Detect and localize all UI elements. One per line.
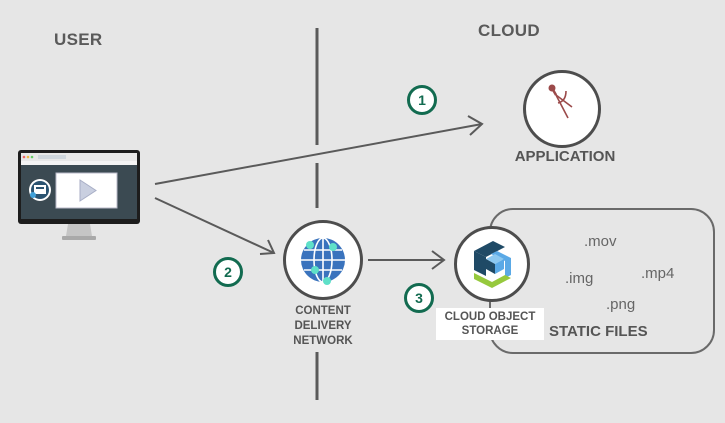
cdn-label: CONTENT DELIVERY NETWORK <box>275 304 371 349</box>
cdn-label-line-3: NETWORK <box>293 335 353 347</box>
globe-icon <box>301 237 345 285</box>
application-label: APPLICATION <box>514 148 616 165</box>
cloud-section-heading: CLOUD <box>478 21 540 40</box>
user-section-heading: USER <box>54 30 103 49</box>
static-files-label: STATIC FILES <box>549 323 648 340</box>
file-extension-mov: .mov <box>584 233 617 250</box>
step-badge-3: 3 <box>404 283 434 313</box>
cos-node[interactable] <box>454 226 530 302</box>
step-badge-2: 2 <box>213 257 243 287</box>
cdn-label-line-1: CONTENT <box>295 305 351 317</box>
cos-label-line-2: STORAGE <box>461 325 519 337</box>
cdn-node[interactable] <box>283 220 363 300</box>
arrowhead-cdn <box>259 239 276 255</box>
user-device <box>18 150 140 244</box>
application-node[interactable] <box>523 70 601 148</box>
arrowhead-cos <box>431 250 446 270</box>
cube-storage-icon <box>474 241 511 288</box>
arrow-user-to-application <box>154 123 483 185</box>
compass-icon <box>548 84 573 119</box>
file-extension-png: .png <box>606 296 636 313</box>
arrowhead-application <box>467 115 484 136</box>
step-badge-1: 1 <box>407 85 437 115</box>
cos-label: CLOUD OBJECT STORAGE <box>436 308 544 340</box>
arrow-user-to-cdn <box>154 197 275 254</box>
monitor-video-player-icon <box>18 150 140 240</box>
file-extension-mp4: .mp4 <box>641 265 675 282</box>
cdn-label-line-2: DELIVERY <box>294 320 352 332</box>
cos-label-line-1: CLOUD OBJECT <box>444 311 536 323</box>
file-extension-img: .img <box>565 270 594 287</box>
